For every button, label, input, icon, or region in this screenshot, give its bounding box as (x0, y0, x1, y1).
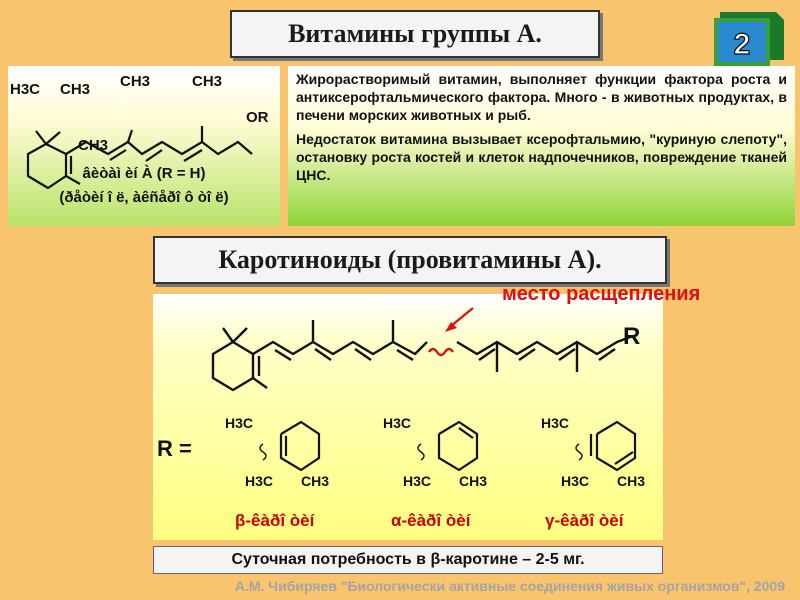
gamma-h3c-bottom: H3C (561, 473, 589, 489)
carotene-structure-panel: R R = H3C H3C CH3 H3C H3C CH3 (153, 294, 663, 540)
slide-number: 2 (734, 28, 751, 61)
retinol-ch3-gem: CH3 (60, 81, 90, 98)
alpha-h3c-top: H3C (383, 415, 411, 431)
slide-number-badge: 2 (714, 12, 784, 66)
retinol-caption-line2: (ðåòèí î ë, àêñåðî ô òî ë) (59, 189, 228, 206)
carotenoids-title: Каротиноиды (провитамины А). (153, 236, 667, 284)
gamma-ring: H3C H3C CH3 (541, 415, 645, 489)
retinol-structure-panel: H3C CH3 CH3 CH3 CH3 OR âèòàì èí À (R = H… (8, 66, 280, 226)
gamma-h3c-top: H3C (541, 415, 569, 431)
vitamin-a-paragraph-2: Недостаток витамина вызывает ксерофтальм… (296, 131, 787, 183)
cleavage-arrow (450, 307, 474, 327)
carotene-r-label: R (623, 323, 640, 350)
retinol-ch3-b: CH3 (192, 73, 222, 90)
vitamins-title: Витамины группы А. (230, 10, 600, 58)
gamma-ch3: CH3 (617, 473, 645, 489)
isomer-label-beta: β-êàðî òèí (235, 511, 316, 530)
vitamin-a-description: Жирорастворимый витамин, выполняет функц… (288, 66, 795, 226)
r-equals-label: R = (157, 436, 192, 461)
isomer-label-alpha: α-êàðî òèí (391, 511, 472, 530)
vitamin-a-paragraph-1: Жирорастворимый витамин, выполняет функц… (296, 71, 787, 123)
footer-citation: А.М. Чибиряев "Биологически активные сое… (234, 578, 785, 594)
retinol-caption-line1: âèòàì èí À (R = H) (83, 165, 206, 182)
retinol-h3c-label: H3C (10, 81, 40, 98)
alpha-h3c-bottom: H3C (403, 473, 431, 489)
daily-requirement: Суточная потребность в β-каротине – 2-5 … (153, 546, 663, 574)
alpha-ch3: CH3 (459, 473, 487, 489)
alpha-ring: H3C H3C CH3 (383, 415, 487, 489)
isomer-label-gamma: γ-êàðî òèí (545, 511, 625, 530)
retinol-h3c-text: H3C (10, 81, 40, 98)
retinol-ch3-c: CH3 (78, 137, 108, 154)
retinol-ch3-a: CH3 (120, 73, 150, 90)
retinol-structure-diagram: H3C CH3 CH3 CH3 CH3 OR âèòàì èí À (R = H… (10, 73, 269, 206)
cleavage-site-label: место расщепления (502, 283, 701, 305)
beta-h3c-top: H3C (225, 415, 253, 431)
beta-ch3: CH3 (301, 473, 329, 489)
beta-h3c-bottom: H3C (245, 473, 273, 489)
beta-ring: H3C H3C CH3 (225, 415, 329, 489)
cleavage-wave (428, 347, 454, 357)
retinol-or: OR (246, 109, 269, 126)
beta-carotene-structure-diagram: R R = H3C H3C CH3 H3C H3C CH3 (157, 307, 645, 530)
